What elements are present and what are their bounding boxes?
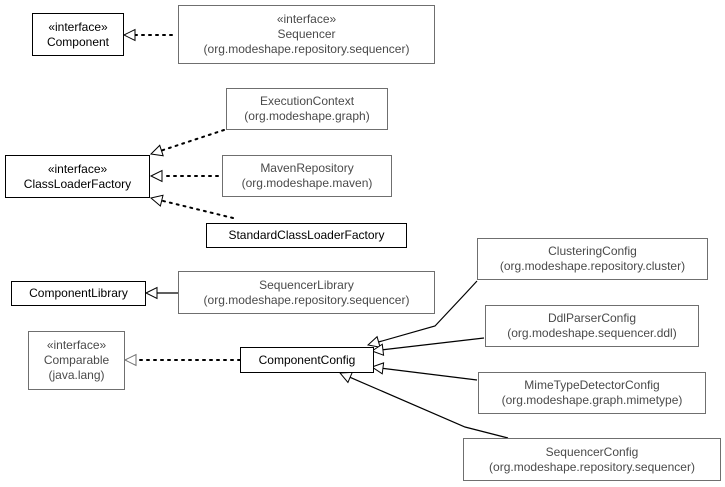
class-box-class-loader-factory[interactable]: «interface»ClassLoaderFactory bbox=[5, 155, 150, 198]
class-box-sequencer-config[interactable]: SequencerConfig(org.modeshape.repository… bbox=[463, 438, 721, 481]
edge-maven-repository-to-class-loader-factory bbox=[149, 169, 219, 183]
class-name: MavenRepository bbox=[260, 161, 354, 175]
class-package: (org.modeshape.repository.sequencer) bbox=[203, 42, 410, 56]
class-package: (org.modeshape.repository.sequencer) bbox=[203, 292, 410, 307]
edge-standard-class-loader-factory-to-class-loader-factory bbox=[149, 194, 234, 219]
class-package: (org.modeshape.maven) bbox=[241, 176, 373, 190]
class-box-comparable[interactable]: «interface»Comparable(java.lang) bbox=[28, 331, 125, 390]
class-stereotype: «interface» bbox=[46, 338, 107, 352]
class-name: Component bbox=[46, 34, 110, 49]
class-package: (org.modeshape.repository.cluster) bbox=[499, 259, 686, 273]
class-name: ComponentLibrary bbox=[29, 286, 128, 300]
edge-clustering-config-to-component-config bbox=[366, 280, 478, 348]
class-package: (org.modeshape.sequencer.ddl) bbox=[507, 326, 677, 340]
edge-mime-type-detector-config-to-component-config bbox=[370, 362, 478, 381]
class-name: ClusteringConfig bbox=[548, 244, 637, 258]
class-box-mime-type-detector-config[interactable]: MimeTypeDetectorConfig(org.modeshape.gra… bbox=[478, 372, 706, 414]
class-package: (org.modeshape.repository.sequencer) bbox=[489, 459, 695, 474]
class-box-component-library[interactable]: ComponentLibrary bbox=[11, 281, 146, 306]
class-box-sequencer-library[interactable]: SequencerLibrary(org.modeshape.repositor… bbox=[178, 271, 435, 314]
class-stereotype: «interface» bbox=[47, 161, 108, 176]
edge-execution-context-to-class-loader-factory bbox=[149, 129, 225, 157]
class-stereotype: «interface» bbox=[48, 19, 108, 34]
class-name: MimeTypeDetectorConfig bbox=[524, 378, 660, 392]
class-package: (java.lang) bbox=[48, 368, 105, 382]
class-box-execution-context[interactable]: ExecutionContext(org.modeshape.graph) bbox=[226, 88, 388, 130]
class-box-standard-class-loader-factory[interactable]: StandardClassLoaderFactory bbox=[206, 223, 407, 248]
class-name: ExecutionContext bbox=[259, 94, 355, 108]
class-name: SequencerConfig bbox=[545, 444, 639, 459]
class-box-component[interactable]: «interface»Component bbox=[32, 13, 124, 56]
edge-component-config-to-comparable bbox=[123, 353, 241, 367]
class-name: Comparable bbox=[43, 353, 110, 367]
class-name: StandardClassLoaderFactory bbox=[228, 228, 385, 242]
class-box-ddl-parser-config[interactable]: DdlParserConfig(org.modeshape.sequencer.… bbox=[485, 305, 699, 347]
class-name: DdlParserConfig bbox=[547, 311, 637, 325]
class-box-sequencer[interactable]: «interface»Sequencer(org.modeshape.repos… bbox=[178, 5, 435, 64]
edge-sequencer-to-component bbox=[122, 28, 173, 42]
class-box-maven-repository[interactable]: MavenRepository(org.modeshape.maven) bbox=[222, 155, 392, 197]
class-name: SequencerLibrary bbox=[259, 277, 354, 292]
class-package: (org.modeshape.graph) bbox=[244, 109, 370, 123]
edge-ddl-parser-config-to-component-config bbox=[370, 337, 485, 356]
class-name: ComponentConfig bbox=[258, 352, 356, 367]
class-package: (org.modeshape.graph.mimetype) bbox=[501, 393, 683, 407]
edge-sequencer-library-to-component-library bbox=[144, 286, 178, 300]
class-name: ClassLoaderFactory bbox=[23, 176, 132, 191]
class-box-clustering-config[interactable]: ClusteringConfig(org.modeshape.repositor… bbox=[477, 238, 708, 280]
class-box-component-config[interactable]: ComponentConfig bbox=[240, 347, 374, 373]
class-name: Sequencer bbox=[277, 27, 336, 41]
class-stereotype: «interface» bbox=[276, 12, 337, 26]
